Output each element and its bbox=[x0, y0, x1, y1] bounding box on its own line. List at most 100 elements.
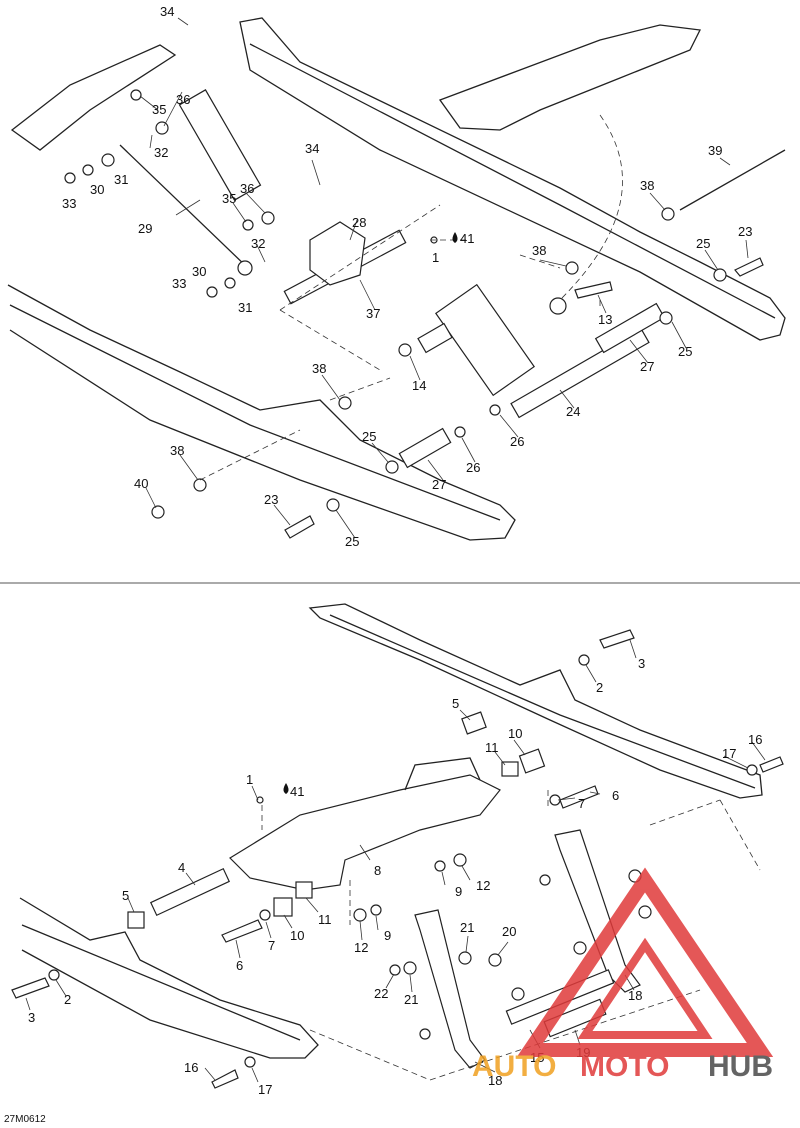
nut-33-lower bbox=[206, 286, 218, 298]
callout-label: 32 bbox=[154, 145, 168, 160]
washer-38-left bbox=[338, 396, 352, 410]
bushing-5-lower bbox=[127, 911, 145, 929]
callout-label: 11 bbox=[318, 912, 332, 927]
callout-label: 17 bbox=[722, 746, 736, 761]
link-plate-18-right bbox=[554, 829, 641, 993]
frame-upper-left bbox=[10, 44, 177, 151]
callout-label: 38 bbox=[170, 443, 184, 458]
callout-label: 9 bbox=[455, 884, 462, 899]
bushing-14 bbox=[417, 322, 453, 354]
callout-label: 40 bbox=[134, 476, 148, 491]
watermark-triangle-icon bbox=[516, 867, 774, 1057]
callout-label: 7 bbox=[578, 796, 585, 811]
washer-25-mid bbox=[659, 311, 673, 325]
callout-label: 25 bbox=[696, 236, 710, 251]
watermark-text-hub: HUB bbox=[708, 1050, 773, 1083]
washer-30-lower bbox=[224, 277, 236, 289]
bushing-13 bbox=[549, 297, 567, 315]
nut-35-lower bbox=[242, 219, 254, 231]
watermark-inner-triangle-icon bbox=[577, 937, 713, 1039]
washer-2-upper bbox=[578, 654, 590, 666]
spacer-31 bbox=[101, 153, 115, 167]
watermark-logo: AUTO MOTO HUB bbox=[472, 867, 774, 1083]
shock-body bbox=[435, 283, 535, 397]
callout-label: 33 bbox=[172, 276, 186, 291]
callout-label: 18 bbox=[488, 1073, 502, 1088]
bolt-16-upper bbox=[759, 756, 784, 773]
washer-30 bbox=[82, 164, 94, 176]
bolt-23-right bbox=[734, 257, 764, 277]
callout-label: 18 bbox=[628, 988, 642, 1003]
nut-22 bbox=[389, 964, 401, 976]
callout-label: 6 bbox=[612, 788, 619, 803]
callout-label: 8 bbox=[374, 863, 381, 878]
washer-26b bbox=[489, 404, 501, 416]
bushing-10-lower bbox=[273, 897, 293, 917]
callout-label: 30 bbox=[90, 182, 104, 197]
callout-label: 28 bbox=[352, 215, 366, 230]
swing-arm-top-loop bbox=[404, 757, 481, 791]
callout-label: 41 bbox=[290, 784, 304, 799]
bolt-39 bbox=[679, 149, 786, 211]
washer-7-lower bbox=[259, 909, 271, 921]
washer-21-lower bbox=[403, 961, 417, 975]
callout-label: 12 bbox=[476, 878, 490, 893]
washer-38-mid bbox=[565, 261, 579, 275]
callout-label: 26 bbox=[510, 434, 524, 449]
washer-26a bbox=[454, 426, 466, 438]
callout-label: 39 bbox=[708, 143, 722, 158]
nut-14 bbox=[398, 343, 412, 357]
callout-label: 27 bbox=[640, 359, 654, 374]
callout-label: 13 bbox=[598, 312, 612, 327]
callout-label: 41 bbox=[460, 231, 474, 246]
callout-labels-bottom: 3 2 5 16 17 10 11 7 6 1 41 8 9 12 4 5 11… bbox=[28, 656, 762, 1097]
callout-label: 2 bbox=[596, 680, 603, 695]
end-31-lower bbox=[237, 260, 253, 276]
washer-25-mid2 bbox=[385, 460, 399, 474]
guide-lines-bottom bbox=[261, 790, 761, 1081]
callout-label: 31 bbox=[114, 172, 128, 187]
callout-label: 33 bbox=[62, 196, 76, 211]
bolt-6-lower bbox=[221, 919, 263, 943]
callout-label: 12 bbox=[354, 940, 368, 955]
callout-label: 36 bbox=[176, 92, 190, 107]
link-rod bbox=[119, 144, 251, 271]
bolt-3-lower bbox=[11, 977, 50, 999]
callout-label: 5 bbox=[122, 888, 129, 903]
callout-label: 2 bbox=[64, 992, 71, 1007]
callout-label: 16 bbox=[748, 732, 762, 747]
callout-label: 14 bbox=[412, 378, 426, 393]
callout-label: 20 bbox=[502, 924, 516, 939]
rail-bottom-left bbox=[19, 897, 319, 1059]
washer-right-d bbox=[573, 941, 587, 955]
callout-label: 3 bbox=[638, 656, 645, 671]
rail-bottom-right-inner bbox=[329, 614, 756, 789]
callout-label: 23 bbox=[264, 492, 278, 507]
spacer-27b bbox=[398, 427, 452, 469]
washer-12-lower bbox=[353, 908, 367, 922]
guide-lines-top bbox=[199, 114, 623, 481]
nut-35 bbox=[130, 89, 142, 101]
callout-label: 38 bbox=[532, 243, 546, 258]
washer-38-right bbox=[661, 207, 675, 221]
bushing-11-upper bbox=[501, 761, 519, 777]
shaft-4 bbox=[149, 867, 231, 917]
callout-label: 10 bbox=[508, 726, 522, 741]
callout-label: 37 bbox=[366, 306, 380, 321]
nut-9-lower bbox=[370, 904, 382, 916]
callout-label: 7 bbox=[268, 938, 275, 953]
callout-label: 25 bbox=[362, 429, 376, 444]
bushing-11-lower bbox=[295, 881, 313, 899]
callout-label: 17 bbox=[258, 1082, 272, 1097]
callout-label: 34 bbox=[160, 4, 174, 19]
leader-lines-bottom bbox=[25, 639, 766, 1083]
callout-label: 5 bbox=[452, 696, 459, 711]
bolt-13 bbox=[574, 281, 613, 299]
washer-right-c bbox=[638, 905, 652, 919]
washer-2-lower bbox=[48, 969, 60, 981]
nut-40 bbox=[151, 505, 165, 519]
callout-label: 11 bbox=[485, 740, 499, 755]
shock-upper bbox=[178, 89, 262, 201]
nut-right-a bbox=[539, 874, 551, 886]
